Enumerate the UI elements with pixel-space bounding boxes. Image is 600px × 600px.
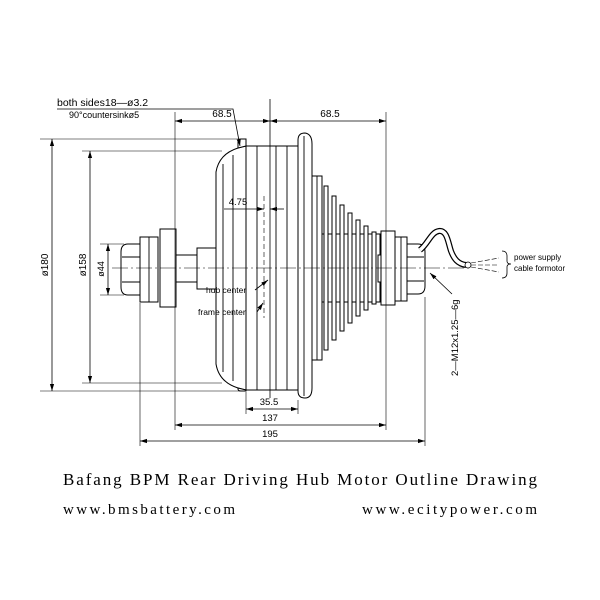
left-half-label: 68.5 <box>212 109 232 120</box>
left-bearing-boss <box>196 247 217 290</box>
hole-note-line1: both sides18—ø3.2 <box>57 97 148 109</box>
dia-158-label: ø158 <box>78 253 89 276</box>
drawing-title: Bafang BPM Rear Driving Hub Motor Outlin… <box>63 470 538 489</box>
right-half-label: 68.5 <box>320 109 340 120</box>
offset-dimension: 4.75 <box>224 197 284 212</box>
hole-note-line2: 90°countersinkø5 <box>69 110 139 120</box>
thread-spec-label: 2—M12x1.25—6g <box>450 299 461 376</box>
cable-brace <box>501 250 512 279</box>
right-flange <box>297 132 313 399</box>
flange-spacing-label: 35.5 <box>260 397 279 408</box>
website-right: www.ecitypower.com <box>362 502 537 518</box>
frame-center-leader <box>256 302 264 313</box>
motor-cable-inner <box>418 229 467 267</box>
inner-width-label: 137 <box>262 413 278 424</box>
dia-180-label: ø180 <box>40 253 51 276</box>
right-labels: 2—M12x1.25—6g power supply cable formoto… <box>429 253 565 376</box>
left-end-cover-group <box>215 138 247 392</box>
bottom-dimensions: 35.5 137 195 <box>139 297 426 446</box>
right-axle-nut <box>406 243 426 295</box>
cable-end <box>464 261 472 269</box>
left-axle-assembly <box>120 228 217 308</box>
dia-44-label: ø44 <box>96 261 106 277</box>
hole-note-leader <box>57 108 241 147</box>
hub-center-label: hub center <box>206 285 246 295</box>
overall-width-label: 195 <box>262 429 278 440</box>
website-left: www.bmsbattery.com <box>63 502 235 518</box>
cable-label-line2: cable formotor <box>514 264 565 273</box>
offset-label: 4.75 <box>229 197 248 208</box>
top-dimension: 68.5 68.5 <box>174 109 387 430</box>
left-axle-nut <box>120 243 141 296</box>
cable-wire <box>470 257 500 264</box>
center-labels: hub center frame center <box>198 279 269 317</box>
right-flange-group <box>297 132 323 399</box>
cable-label-line1: power supply <box>514 253 561 262</box>
motor-cable <box>418 228 467 268</box>
hole-note: both sides18—ø3.2 90°countersinkø5 <box>57 97 241 147</box>
cable-wire <box>470 266 500 273</box>
diameter-dimensions: ø180 ø158 ø44 <box>40 138 243 392</box>
center-lines <box>112 99 472 398</box>
left-end-cover <box>215 145 247 391</box>
caption: Bafang BPM Rear Driving Hub Motor Outlin… <box>63 470 538 518</box>
hub-center-leader <box>254 279 269 291</box>
motor-cable-group <box>418 228 512 279</box>
frame-center-label: frame center <box>198 307 246 317</box>
thread-leader <box>429 272 453 295</box>
